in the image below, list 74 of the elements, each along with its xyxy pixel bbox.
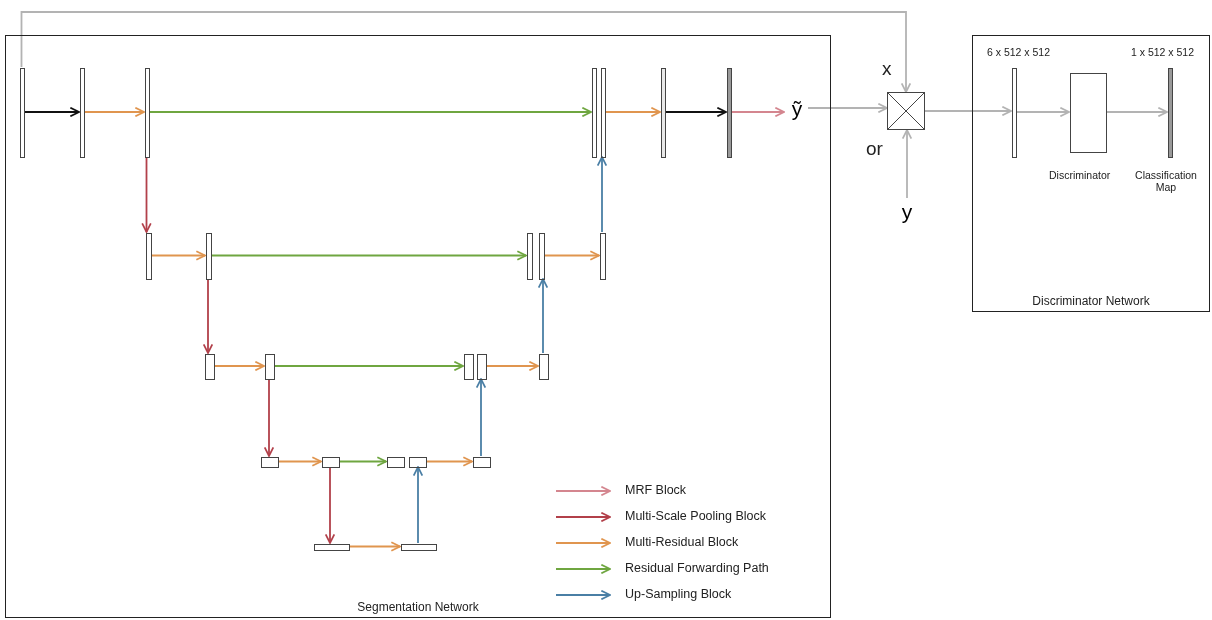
arrow [324,466,336,544]
feature-map-bar [314,544,350,551]
network-panel [5,35,831,618]
feature-map-bar [205,354,215,380]
arrow [338,456,387,467]
arrow [263,378,275,457]
arrow [1105,106,1168,118]
arrow [807,102,888,114]
arrow [543,250,600,261]
feature-map-block [322,457,340,468]
legend-text: Multi-Scale Pooling Block [625,509,767,523]
feature-map-bar [146,233,152,280]
note-label: or [866,138,883,160]
legend-text: MRF Block [625,483,687,497]
feature-map-bar [661,68,666,158]
arrow [141,156,152,233]
arrow [475,378,487,457]
arrow [277,456,322,467]
arrow [901,129,913,199]
arrow [485,360,539,372]
feature-map-bar [600,233,606,280]
feature-map-bar [401,544,437,551]
feature-map-bar [601,68,606,158]
arrow [425,456,473,467]
arrow [348,541,401,552]
arrow [213,360,265,372]
arrow [23,106,80,118]
arrow [1015,106,1070,118]
node-label: 1 x 512 x 512 [1131,46,1195,58]
node-label: 6 x 512 x 512 [987,46,1051,58]
feature-map-bar [1168,68,1173,158]
legend-text: Up-Sampling Block [625,587,732,601]
feature-map-bar [1012,68,1017,158]
legend-text: Multi-Residual Block [625,535,739,549]
node-label: Classification Map [1134,169,1198,193]
feature-map-bar [265,354,275,380]
feature-map-bar [527,233,533,280]
node-label: Discriminator [1049,169,1111,181]
arrow [537,278,549,354]
arrow [83,106,145,118]
feature-map-bar [592,68,597,158]
arrow [412,466,424,544]
arrow [664,106,727,118]
feature-map-bar [20,68,25,158]
arrow [210,250,527,261]
feature-map-bar [477,354,487,380]
discriminator-block [1070,73,1107,153]
arrow [148,106,592,118]
arrow [150,250,206,261]
arrow [604,106,661,118]
legend-text: Residual Forwarding Path [625,561,769,575]
feature-map-block [473,457,491,468]
feature-map-bar [80,68,85,158]
feature-map-block [409,457,427,468]
feature-map-bar [539,354,549,380]
arrow [596,156,608,233]
arrow [273,360,464,372]
arrow [924,105,1012,117]
feature-map-block [261,457,279,468]
switch-box [887,92,925,130]
variable-label: ỹ [785,94,809,124]
panel-title: Segmentation Network [357,600,479,614]
feature-map-bar [727,68,732,158]
variable-label: y [897,198,917,226]
feature-map-bar [145,68,150,158]
feature-map-bar [464,354,474,380]
feature-map-block [387,457,405,468]
panel-title: Discriminator Network [1032,294,1150,308]
arrow [730,106,785,118]
arrow [20,11,912,93]
feature-map-bar [539,233,545,280]
feature-map-bar [206,233,212,280]
network-panel [972,35,1210,312]
arrow [202,278,214,354]
